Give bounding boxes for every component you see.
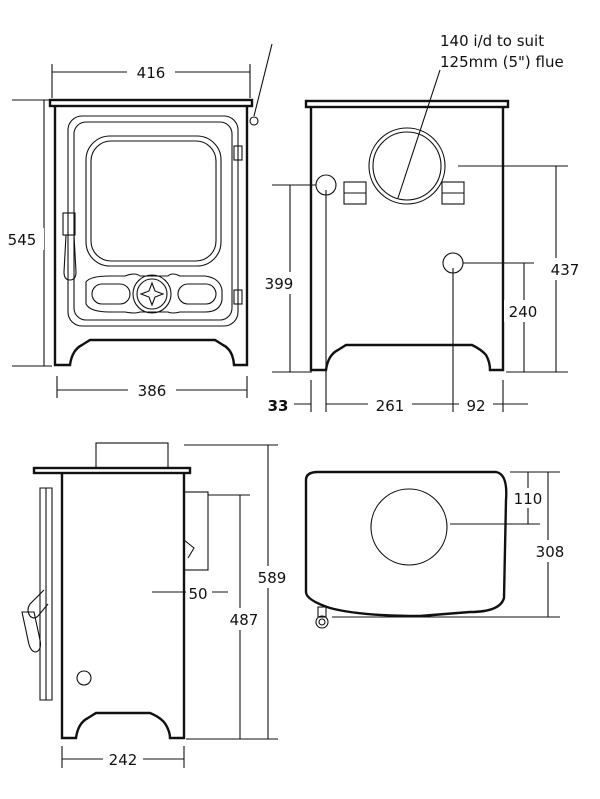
side-rear-spigot <box>183 491 209 571</box>
dim-side-depth: 242 <box>109 751 138 769</box>
front-door-inner <box>73 121 233 321</box>
front-glass <box>85 135 222 267</box>
front-knob <box>249 116 259 126</box>
dim-back-outlet-height: 437 <box>551 261 580 279</box>
dim-side-flue-height: 487 <box>230 611 259 629</box>
dim-front-height: 545 <box>8 231 37 249</box>
side-door-edge <box>39 487 53 701</box>
side-knob <box>76 670 92 686</box>
front-vent-left <box>91 283 131 305</box>
front-control-dial <box>132 274 172 314</box>
dim-side-flue-offset: 50 <box>188 585 207 603</box>
dim-top-depth: 308 <box>536 543 565 561</box>
back-view: 140 i/d to suit 125mm (5") flue 399 437 … <box>256 32 586 415</box>
front-hinge-top <box>233 145 243 161</box>
dim-back-spacing: 261 <box>376 397 405 415</box>
front-handle-bracket <box>62 212 76 236</box>
front-handle-icon <box>63 234 77 281</box>
front-hinge-bottom <box>233 289 243 305</box>
side-view: 589 487 50 242 <box>21 442 290 769</box>
dim-top-flue-from-back: 110 <box>514 490 543 508</box>
dim-front-width-top: 416 <box>137 64 166 82</box>
dim-back-inlet-right-height: 240 <box>509 303 538 321</box>
back-body-outline <box>309 107 505 372</box>
front-body-outline <box>53 106 249 367</box>
flue-note-line1: 140 i/d to suit <box>440 32 544 50</box>
dim-front-width-base: 386 <box>138 382 167 400</box>
dim-side-total-height: 589 <box>258 569 287 587</box>
dim-back-offset-left: 33 <box>268 397 289 415</box>
back-top-plate <box>304 99 510 109</box>
front-door <box>67 115 239 327</box>
top-knob <box>315 615 329 629</box>
side-flue-collar <box>95 442 169 469</box>
front-dial-star-icon <box>139 281 165 307</box>
front-top-plate <box>48 98 254 108</box>
top-flue-outlet <box>370 488 448 566</box>
side-body-outline <box>60 473 186 740</box>
back-flue-outlet <box>368 127 446 205</box>
top-plate-outline <box>304 470 508 618</box>
front-view: 416 545 386 <box>4 43 273 400</box>
dim-back-offset-right: 92 <box>466 397 485 415</box>
front-glass-inner <box>90 140 217 262</box>
top-view: 110 308 <box>304 470 570 629</box>
front-vent-right <box>177 283 217 305</box>
flue-note-line2: 125mm (5") flue <box>440 53 564 71</box>
front-airwash-panel <box>85 273 223 314</box>
dim-back-inlet-left-height: 399 <box>265 275 294 293</box>
side-top-plate <box>32 466 192 475</box>
side-handle-icon <box>27 589 49 619</box>
